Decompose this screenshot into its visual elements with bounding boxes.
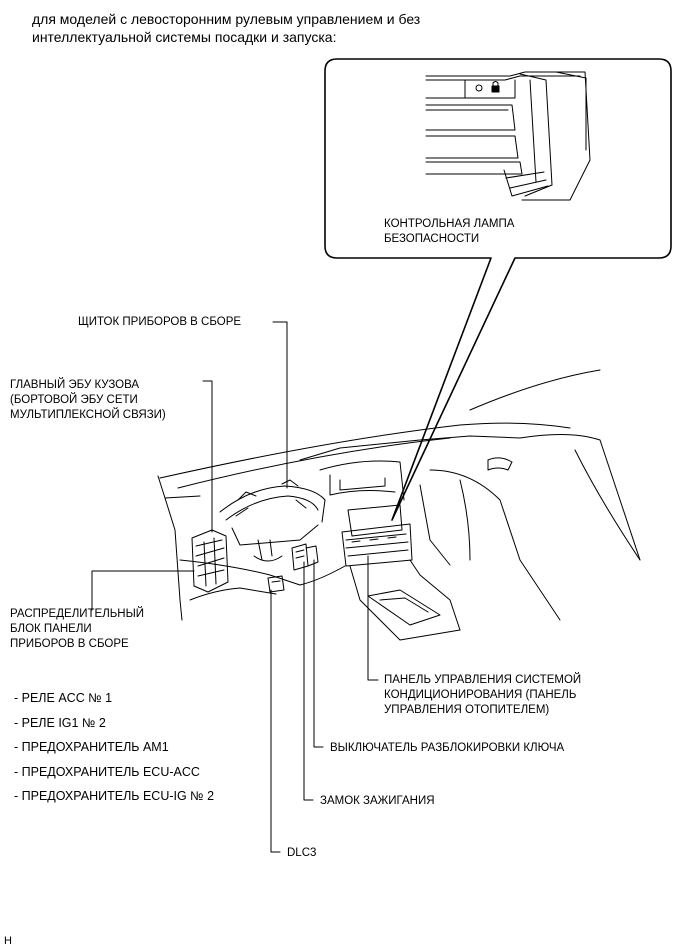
- leader-cluster: [272, 321, 288, 489]
- leader-dlc3: [270, 589, 281, 853]
- list-item: - РЕЛЕ IG1 № 2: [14, 715, 106, 730]
- leader-junction-block: [91, 570, 195, 611]
- padlock-icon: [491, 81, 500, 93]
- header-line-2: интеллектуальной системы посадки и запус…: [32, 29, 337, 45]
- junction-items-list: - РЕЛЕ ACC № 1 - РЕЛЕ IG1 № 2 - ПРЕДОХРА…: [14, 686, 214, 809]
- leader-lines: [91, 321, 379, 853]
- label-dlc3: DLC3: [287, 847, 317, 859]
- footer-code: H: [4, 935, 12, 947]
- list-item: - ПРЕДОХРАНИТЕЛЬ ECU-ACC: [14, 764, 200, 779]
- list-item: - ПРЕДОХРАНИТЕЛЬ AM1: [14, 740, 169, 754]
- leader-main-body-ecu: [202, 380, 213, 533]
- inset-callout-frame: [324, 58, 672, 521]
- label-instrument-cluster: ЩИТОК ПРИБОРОВ В СБОРЕ: [78, 316, 242, 328]
- header-line-1: для моделей с левосторонним рулевым упра…: [32, 11, 421, 27]
- list-item: - РЕЛЕ ACC № 1: [14, 691, 113, 705]
- label-ac-control-panel: ПАНЕЛЬ УПРАВЛЕНИЯ СИСТЕМОЙ КОНДИЦИОНИРОВ…: [384, 674, 582, 716]
- label-junction-block: РАСПРЕДЕЛИТЕЛЬНЫЙ БЛОК ПАНЕЛИ ПРИБОРОВ В…: [10, 608, 145, 650]
- leader-ac-panel: [367, 555, 379, 681]
- leader-key-unlock: [313, 559, 324, 748]
- security-indicator-icon: [475, 84, 483, 92]
- dashboard-lines: [157, 369, 641, 641]
- label-ignition-switch: ЗАМОК ЗАЖИГАНИЯ: [320, 795, 435, 807]
- inset-dash-closeup: [425, 71, 591, 201]
- leader-ignition: [303, 561, 314, 801]
- label-key-unlock-switch: ВЫКЛЮЧАТЕЛЬ РАЗБЛОКИРОВКИ КЛЮЧА: [330, 742, 565, 754]
- label-main-body-ecu: ГЛАВНЫЙ ЭБУ КУЗОВА (БОРТОВОЙ ЭБУ СЕТИ МУ…: [10, 379, 166, 421]
- list-item: - ПРЕДОХРАНИТЕЛЬ ECU-IG № 2: [14, 789, 215, 803]
- label-security-lamp: КОНТРОЛЬНАЯ ЛАМПА БЕЗОПАСНОСТИ: [384, 218, 515, 245]
